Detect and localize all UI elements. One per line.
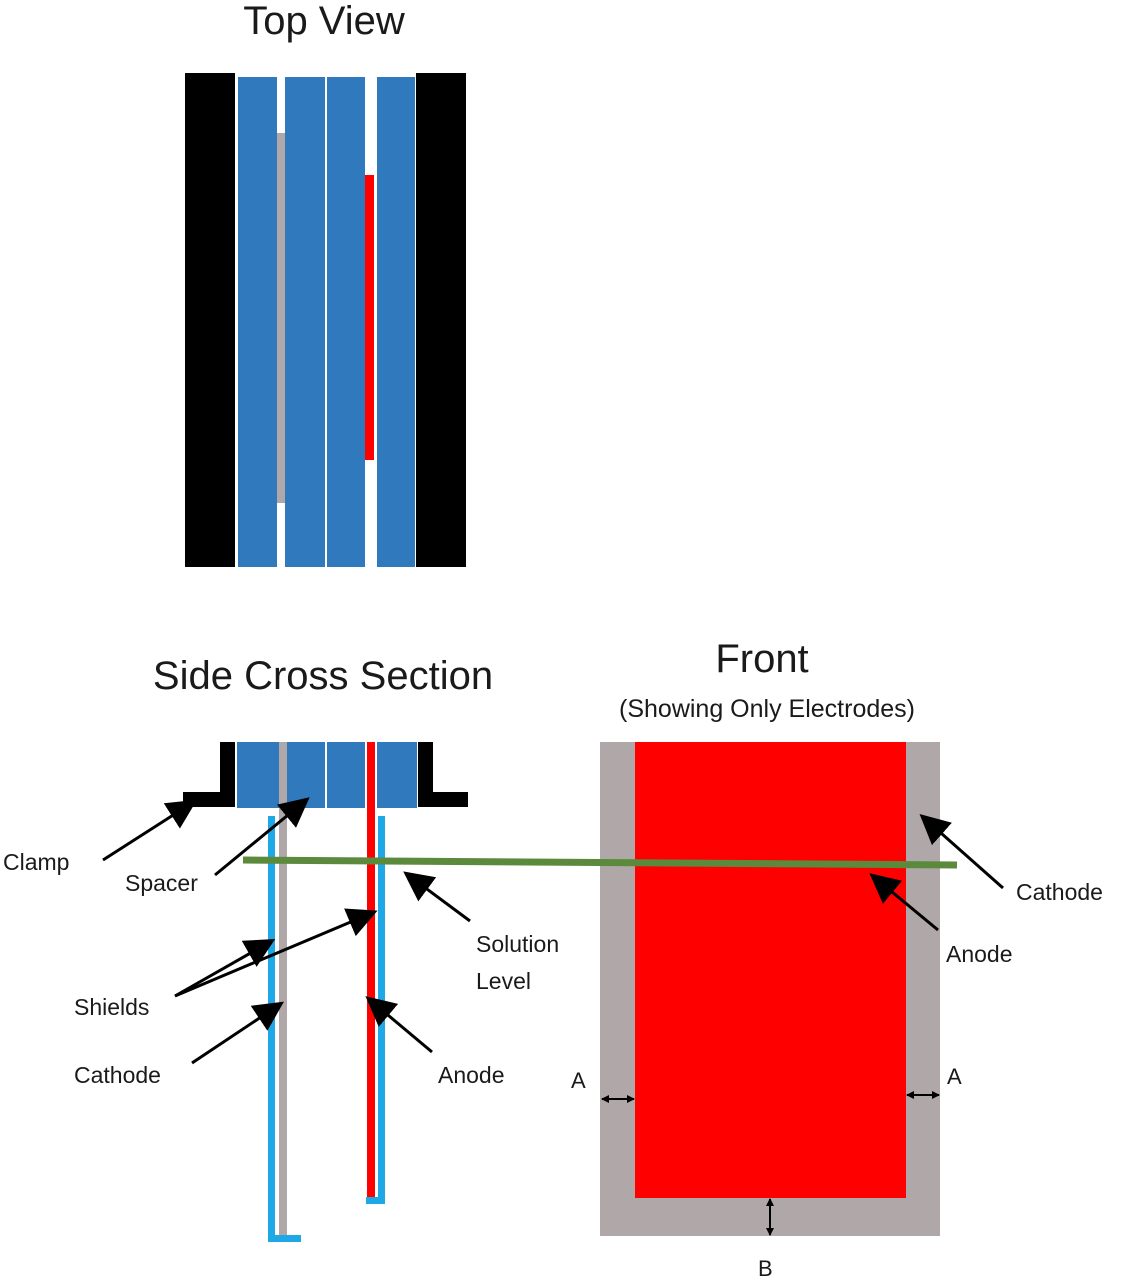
solution-level-label-line2: Level (476, 968, 531, 994)
top-view-title: Top View (243, 0, 405, 43)
dimension-b-label: B (758, 1256, 773, 1280)
front-title: Front (715, 637, 808, 681)
side-spacer-1 (237, 742, 279, 808)
shields-label: Shields (74, 994, 149, 1020)
solution-level-label-line1: Solution (476, 931, 559, 957)
front-view: Front (Showing Only Electrodes) Cathode … (571, 637, 1103, 1281)
side-anode (367, 742, 375, 1198)
top-view-anode (365, 175, 374, 460)
front-anode (635, 742, 906, 1198)
dimension-a-left-label: A (571, 1068, 586, 1093)
front-subtitle: (Showing Only Electrodes) (619, 695, 915, 723)
top-view-spacer-2 (285, 77, 325, 567)
top-view-spacer-4 (377, 77, 415, 567)
solution-level-line (242, 856, 958, 869)
side-cathode-label: Cathode (74, 1062, 161, 1088)
side-anode-label: Anode (438, 1062, 505, 1088)
side-clamp-left (183, 742, 235, 807)
top-view: Top View (185, 0, 466, 567)
shields-arrow-anode (174, 908, 378, 998)
side-cathode-arrow (191, 1001, 284, 1065)
top-view-cathode (277, 133, 285, 503)
top-view-spacer-1 (238, 77, 277, 567)
front-anode-arrow (869, 873, 939, 932)
solution-level-arrow (403, 871, 471, 923)
top-view-spacer-3 (327, 77, 365, 567)
clamp-label: Clamp (3, 849, 69, 875)
side-cathode (279, 742, 287, 1236)
dimension-a-right-label: A (947, 1064, 962, 1089)
clamp-arrow (102, 799, 198, 862)
top-view-clamp-right (416, 73, 466, 567)
front-cathode-label: Cathode (1016, 879, 1103, 905)
spacer-label: Spacer (125, 870, 198, 896)
spacer-arrow (214, 797, 310, 877)
side-cross-section: Side Cross Section Clamp Spacer Solution… (3, 654, 559, 1242)
side-anode-arrow (365, 996, 433, 1054)
side-spacer-4 (377, 742, 417, 808)
side-spacer-3 (327, 742, 365, 808)
shields-arrow-cathode (174, 939, 276, 998)
front-anode-label: Anode (946, 941, 1013, 967)
side-anode-shield (366, 816, 385, 1204)
top-view-clamp-left (185, 73, 235, 567)
side-spacer-2 (287, 742, 325, 808)
front-cathode-arrow (919, 814, 1004, 890)
side-cross-section-title: Side Cross Section (153, 654, 493, 698)
side-clamp-right (418, 742, 468, 807)
